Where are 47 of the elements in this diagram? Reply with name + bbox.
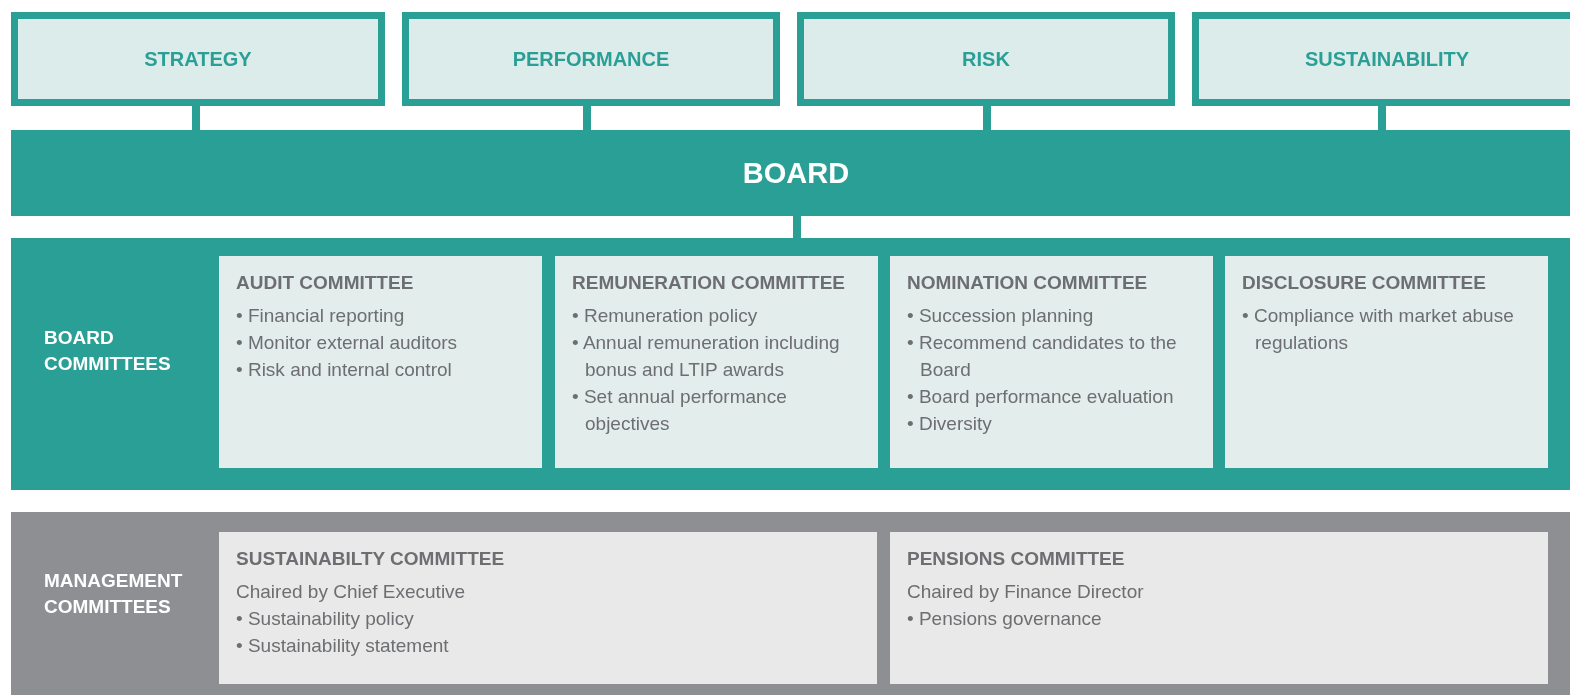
committee-item: • Recommend candidates to the Board: [907, 331, 1178, 382]
connector-line: [192, 106, 200, 130]
committee-item: Chaired by Chief Executive: [236, 580, 467, 604]
connector-line: [1378, 106, 1386, 130]
theme-box: [1192, 12, 1570, 106]
committee-item: • Succession planning: [907, 304, 1095, 328]
board-label: BOARD: [742, 156, 850, 190]
band-label: MANAGEMENT COMMITTEES: [44, 569, 184, 619]
theme-label: STRATEGY: [144, 47, 252, 71]
committee-item: Chaired by Finance Director: [907, 580, 1145, 604]
committee-card: [219, 532, 877, 684]
committee-item: • Pensions governance: [907, 607, 1103, 631]
connector-line: [793, 216, 801, 238]
committee-item: • Sustainability statement: [236, 634, 450, 658]
committee-band: [11, 512, 1570, 695]
committee-item: • Board performance evaluation: [907, 385, 1175, 409]
committee-heading: PENSIONS COMMITTEE: [907, 548, 1126, 570]
connector-line: [583, 106, 591, 130]
theme-label: SUSTAINABILITY: [1304, 47, 1470, 71]
committee-item: • Remuneration policy: [572, 304, 759, 328]
committee-item: • Annual remuneration including bonus and LTIP awards: [572, 331, 841, 382]
theme-box: [402, 12, 780, 106]
theme-label: RISK: [962, 47, 1010, 71]
theme-box: [11, 12, 385, 106]
committee-card: [890, 256, 1213, 468]
committee-card: [890, 532, 1548, 684]
committee-item: • Risk and internal control: [236, 358, 453, 382]
committee-item: • Sustainability policy: [236, 607, 415, 631]
connector-line: [983, 106, 991, 130]
committee-heading: DISCLOSURE COMMITTEE: [1242, 272, 1487, 294]
committee-item: • Monitor external auditors: [236, 331, 459, 355]
committee-card: [1225, 256, 1548, 468]
theme-label: PERFORMANCE: [512, 47, 670, 71]
committee-heading: NOMINATION COMMITTEE: [907, 272, 1149, 294]
committee-item: • Compliance with market abuse regulations: [1242, 304, 1515, 355]
committee-card: [219, 256, 542, 468]
theme-box: [797, 12, 1175, 106]
committee-item: • Set annual performance objectives: [572, 385, 788, 436]
committee-heading: REMUNERATION COMMITTEE: [572, 272, 847, 294]
committee-heading: AUDIT COMMITTEE: [236, 272, 415, 294]
committee-band: [11, 238, 1570, 490]
committee-heading: SUSTAINABILTY COMMITTEE: [236, 548, 506, 570]
band-label: BOARD COMMITTEES: [44, 326, 172, 376]
board-bar: [11, 130, 1570, 216]
committee-item: • Diversity: [907, 412, 993, 436]
committee-card: [555, 256, 878, 468]
committee-item: • Financial reporting: [236, 304, 406, 328]
